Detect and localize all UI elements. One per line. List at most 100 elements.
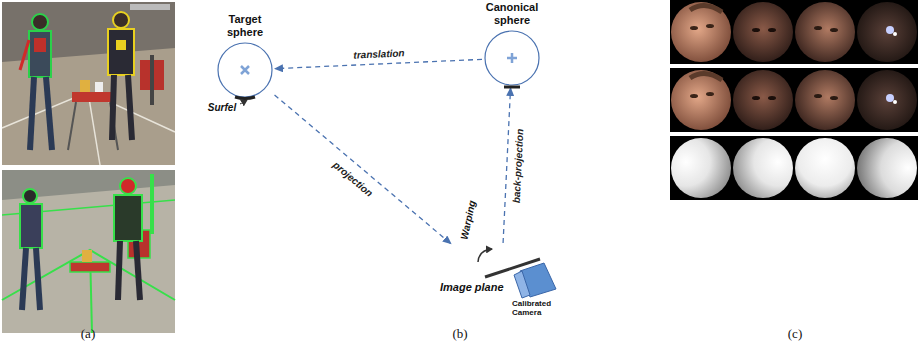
panel-label: (b) [452,326,467,342]
face-crops-part [706,92,714,96]
sphere-circle [485,31,539,85]
surfel-patch [235,97,255,99]
face-crops-part [670,0,918,64]
face-crops-part [795,70,855,130]
scene-photo-part [34,38,46,52]
surfel-pointer [240,100,247,104]
surfel-pointer-part [240,100,247,104]
scene-photo-part [88,92,100,165]
scene-photo-part [80,80,90,92]
face-crops-part [886,26,894,34]
edge-map-photo-part [36,248,40,310]
scene-photo-part [116,40,126,50]
scene-photo-part [72,92,114,102]
face-crops-part [671,70,731,130]
warping-arrow [478,249,492,262]
face-crops-part [690,5,722,12]
edge-map-photo-part [120,178,136,194]
dashed-connector [503,88,510,243]
edge-map-photo-part [2,170,175,333]
face-crops-part [752,28,760,32]
edge-map-photo [2,170,175,333]
face-crops-part [857,2,917,62]
sphere-heading: Target sphere [215,13,275,39]
face-crops [670,0,918,200]
face-crops-part [893,32,897,36]
dashed-connector [275,95,451,244]
edge-label: translation [351,47,407,60]
face-crops-part [795,138,855,198]
part-label: Surfel [208,102,236,113]
edge-map-photo-part [118,241,120,300]
scene-photo-part [46,77,52,150]
scene-photo-part [112,75,114,140]
sphere-heading: Canonical sphere [476,1,548,27]
scene-photo-part [29,31,51,77]
scene-photo-part [95,82,103,92]
camera-lens [514,271,530,298]
center-mark [241,66,249,74]
edge-label: projection [329,158,376,200]
scene-photo-part [128,75,132,140]
scene-photo-part [150,55,154,105]
scene-photo [2,2,175,165]
edge-map-photo-part [70,262,110,272]
face-crops-part [830,28,838,32]
face-crops-part [752,96,760,100]
face-crops-part [768,28,776,32]
face-crops-part [670,136,918,200]
face-crops-part [671,2,731,62]
face-crops-part [893,100,897,104]
plane-label: Image plane [440,281,504,293]
face-crops-part [733,70,793,130]
face-crops-part [768,96,776,100]
face-crops-part [886,94,894,102]
face-crops-part [857,138,917,198]
face-crops-part [706,24,714,28]
scene-photo-part [113,12,129,28]
sphere-node: Target sphere [217,42,273,98]
edge-map-photo-part [114,195,142,241]
scene-photo-part [2,2,175,165]
edge-label: back-projection [510,126,525,205]
operation-label: Warping [458,199,477,240]
camera-label: Calibrated Camera [512,299,560,317]
edge-map-photo-part [2,185,175,333]
scene-photo-part [32,14,48,30]
scene-photo-part [130,4,170,10]
panel-label: (c) [788,326,802,342]
scene-photo-part [20,40,29,70]
scene-photo-part [68,102,76,150]
edge-map-photo-part [150,174,154,234]
sphere-circle [218,43,272,97]
face-crops-part [690,73,722,80]
edge-map-photo-part [22,248,26,310]
face-crops-part [690,94,698,98]
sphere-outline [217,42,273,98]
panel-label: (a) [81,326,95,342]
face-crops-part [814,26,822,30]
surfel-patch [504,86,520,89]
sphere-outline [484,30,540,86]
face-crops-part [670,68,918,132]
face-crops-part [857,70,917,130]
center-mark [507,53,517,63]
face-crops-part [733,2,793,62]
scene-photo-part [2,92,175,132]
face-crops-part [671,138,731,198]
warping-arrow-part [478,249,492,262]
face-crops-part [814,94,822,98]
scene-photo-part [30,77,34,150]
camera-node: Image planeCalibrated Camera [440,245,562,327]
sphere-node: Canonical sphere [484,30,540,86]
edge-map-photo-part [23,189,37,203]
face-crops-part [690,26,698,30]
dashed-connector [275,59,482,68]
scene-photo-part [108,29,134,75]
edge-map-photo-part [82,250,92,262]
scene-photo-part [2,48,175,165]
face-crops-part [733,138,793,198]
face-crops-part [795,2,855,62]
